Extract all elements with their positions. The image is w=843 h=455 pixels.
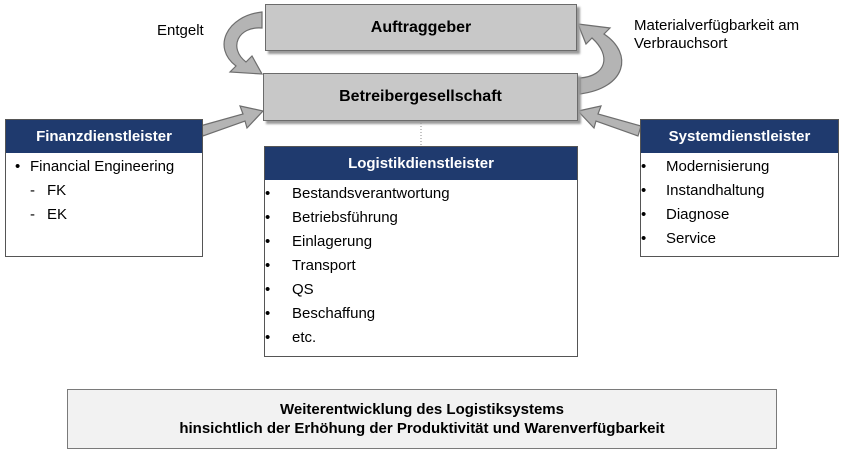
list-item-text: Betriebsführung [292,209,398,226]
logistics-provider-panel: Logistikdienstleister Bestandsverantwort… [264,146,578,357]
list-item: Instandhaltung [641,179,838,203]
system-provider-panel: Systemdienstleister Modernisierung Insta… [640,119,839,257]
system-to-operator-arrow [576,105,642,137]
list-item: Diagnose [641,203,838,227]
client-box-label: Auftraggeber [370,18,472,36]
list-item: • Financial Engineering [6,155,202,179]
list-item-text: Bestandsverantwortung [292,185,450,202]
finance-provider-panel: Finanzdienstleister • Financial Engineer… [5,119,203,257]
goal-statement-box: Weiterentwicklung des Logistiksystems hi… [67,389,777,449]
list-item: Beschaffung [265,302,577,326]
list-item: Service [641,227,838,251]
operator-box: Betreibergesellschaft [263,73,578,121]
goal-statement-line2: hinsichtlich der Erhöhung der Produktivi… [179,420,665,437]
list-item: Betriebsführung [265,206,577,230]
list-item-text: Instandhaltung [666,182,765,199]
logistics-provider-title: Logistikdienstleister [265,147,577,180]
operator-box-label: Betreibergesellschaft [339,88,502,105]
list-item-text: Modernisierung [666,158,770,175]
list-item-text: Diagnose [666,206,730,223]
material-availability-label: Materialverfügbarkeit am Verbrauchsort [634,17,799,53]
goal-statement-line1: Weiterentwicklung des Logistiksystems [280,401,564,418]
list-item-text: EK [47,206,68,223]
list-item-text: FK [47,182,67,199]
list-item: Bestandsverantwortung [265,182,577,206]
dash-marker: - [30,182,35,199]
client-box: Auftraggeber [265,4,577,51]
list-item: - FK [6,179,202,203]
entgelt-label: Entgelt [157,22,204,39]
list-item-text: QS [292,281,314,298]
list-item: Einlagerung [265,230,577,254]
list-item: Modernisierung [641,155,838,179]
system-provider-title: Systemdienstleister [641,120,838,153]
list-item-text: Service [666,230,717,247]
list-item: QS [265,278,577,302]
list-item: etc. [265,326,577,350]
dash-marker: - [30,206,35,223]
bullet-marker: • [15,158,21,175]
material-availability-line1: Materialverfügbarkeit am [634,17,800,34]
material-availability-line2: Verbrauchsort [634,35,728,52]
finance-provider-title: Finanzdienstleister [6,120,202,153]
list-item: - EK [6,203,202,227]
list-item-text: Einlagerung [292,233,373,250]
system-provider-list: Modernisierung Instandhaltung Diagnose S… [641,155,838,251]
right-curved-arrow [577,23,623,95]
logistics-provider-list: Bestandsverantwortung Betriebsführung Ei… [265,182,577,350]
left-curved-arrow [223,11,264,75]
list-item-text: Transport [292,257,356,274]
list-item: Transport [265,254,577,278]
finance-provider-list: • Financial Engineering - FK - EK [6,155,202,227]
finance-to-operator-arrow [199,105,265,137]
list-item-text: etc. [292,329,317,346]
list-item-text: Beschaffung [292,305,376,322]
list-item-text: Financial Engineering [30,158,175,175]
